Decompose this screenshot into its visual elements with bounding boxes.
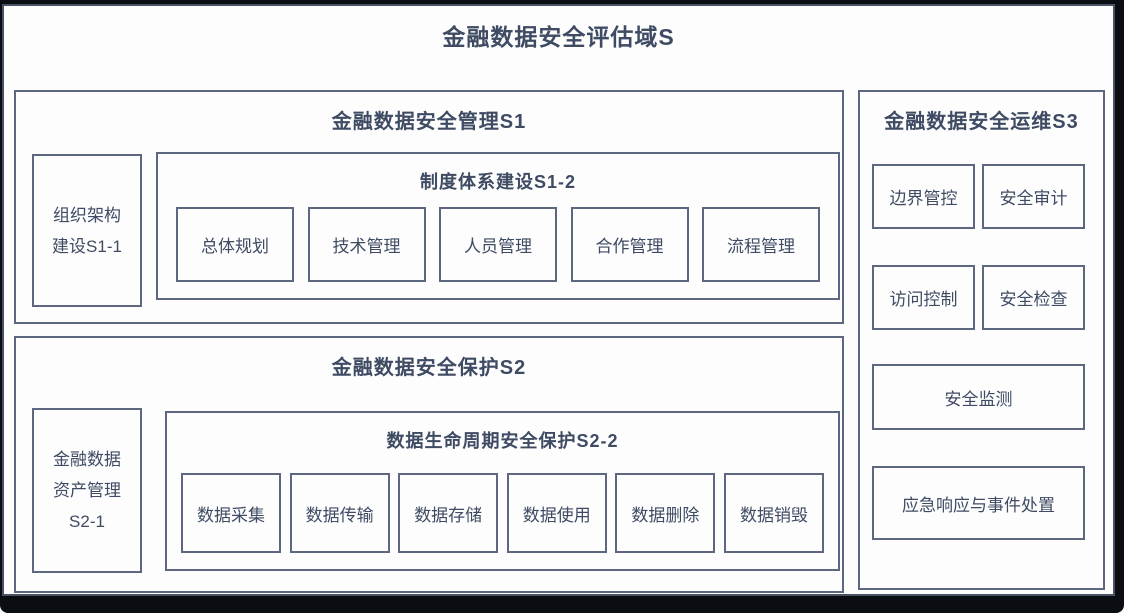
box-data-transmission: 数据传输 <box>289 473 390 553</box>
box-s2-1-data-asset-management: 金融数据 资产管理 S2-1 <box>32 408 142 573</box>
box-process-management: 流程管理 <box>702 207 820 282</box>
s3-grid-row-2: 访问控制 安全检查 <box>872 265 1085 330</box>
subpanel-s1-2-title: 制度体系建设S1-2 <box>419 172 577 192</box>
box-s1-1-line1: 组织架构 <box>53 205 121 225</box>
box-access-control: 访问控制 <box>872 265 975 330</box>
box-s2-1-line3: S2-1 <box>69 512 105 531</box>
box-data-usage: 数据使用 <box>506 473 607 553</box>
box-security-audit: 安全审计 <box>982 164 1085 229</box>
box-security-monitoring: 安全监测 <box>872 364 1085 430</box>
box-data-storage: 数据存储 <box>398 473 499 553</box>
box-s1-1-organization-architecture: 组织架构 建设S1-1 <box>32 154 142 307</box>
panel-s2-security-protection: 金融数据安全保护S2 金融数据 资产管理 S2-1 数据生命周期安全保护S2-2… <box>14 336 844 593</box>
subpanel-s1-2-institutional-system: 制度体系建设S1-2 总体规划 技术管理 人员管理 合作管理 流程管理 <box>156 152 840 300</box>
box-data-destruction: 数据销毁 <box>723 473 824 553</box>
panel-s2-title: 金融数据安全保护S2 <box>331 357 527 379</box>
s1-2-leaf-row: 总体规划 技术管理 人员管理 合作管理 流程管理 <box>176 207 820 282</box>
box-boundary-control: 边界管控 <box>872 164 975 229</box>
box-s2-1-line1: 金融数据 <box>53 450 121 469</box>
box-s2-1-line2: 资产管理 <box>53 481 121 500</box>
box-cooperation-management: 合作管理 <box>570 207 689 282</box>
s2-2-leaf-row: 数据采集 数据传输 数据存储 数据使用 数据删除 数据销毁 <box>181 473 824 553</box>
assessment-domain-frame: 金融数据安全评估域S 金融数据安全管理S1 组织架构 建设S1-1 制度体系建设… <box>2 4 1115 596</box>
box-data-collection: 数据采集 <box>181 473 281 553</box>
box-personnel-management: 人员管理 <box>439 207 557 282</box>
panel-s3-security-operations: 金融数据安全运维S3 边界管控 安全审计 访问控制 安全检查 安全监测 应急响应… <box>858 90 1105 590</box>
diagram-title: 金融数据安全评估域S <box>442 24 675 50</box>
panel-s1-security-management: 金融数据安全管理S1 组织架构 建设S1-1 制度体系建设S1-2 总体规划 技… <box>14 90 844 324</box>
box-overall-planning: 总体规划 <box>176 207 294 282</box>
subpanel-s2-2-title: 数据生命周期安全保护S2-2 <box>386 431 619 451</box>
panel-s1-title: 金融数据安全管理S1 <box>331 111 527 133</box>
subpanel-s2-2-data-lifecycle: 数据生命周期安全保护S2-2 数据采集 数据传输 数据存储 数据使用 数据删除 … <box>165 411 840 571</box>
box-s1-1-line2: 建设S1-1 <box>52 236 122 256</box>
panel-s3-title: 金融数据安全运维S3 <box>884 111 1079 133</box>
box-technical-management: 技术管理 <box>307 207 426 282</box>
box-security-inspection: 安全检查 <box>982 265 1085 330</box>
box-emergency-response: 应急响应与事件处置 <box>872 466 1085 540</box>
box-data-deletion: 数据删除 <box>615 473 716 553</box>
s3-grid-row-1: 边界管控 安全审计 <box>872 164 1085 229</box>
